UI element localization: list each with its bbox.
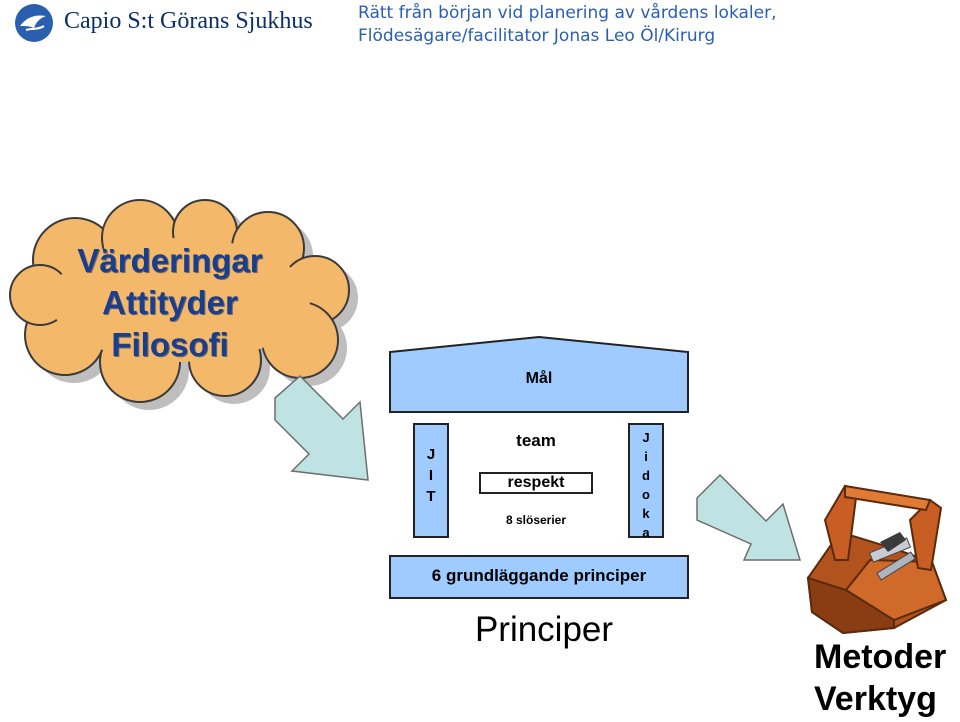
jidoka-pillar: [628, 423, 664, 538]
arrow-to-methods: [696, 473, 802, 561]
dove-icon: [15, 4, 53, 42]
house-roof: [389, 335, 689, 413]
principles-base-label: 6 grundläggande principer: [431, 566, 647, 585]
jit-pillar-label: J I T: [414, 444, 448, 507]
arrow-to-principles: [274, 374, 369, 481]
jidoka-pillar-label: J i d o k a: [629, 428, 663, 542]
house-base: [389, 555, 689, 599]
jidoka-letter-5: k: [642, 506, 650, 521]
jidoka-letter-1: J: [642, 430, 650, 445]
cloud-line-values: Värderingar: [77, 242, 263, 279]
jidoka-letter-4: o: [642, 487, 650, 502]
header-line-1: Rätt från början vid planering av vården…: [358, 3, 777, 23]
values-cloud-text: Värderingar Attityder Filosofi: [40, 240, 300, 366]
jidoka-letter-3: d: [642, 468, 650, 483]
jidoka-letter-2: i: [644, 449, 648, 464]
organization-name: Capio S:t Görans Sjukhus: [64, 8, 313, 34]
header-line-2: Flödesägare/facilitator Jonas Leo Öl/Kir…: [358, 26, 716, 46]
toolbox-icon: [806, 484, 948, 635]
jit-pillar: [413, 423, 449, 538]
principles-title: Principer: [474, 610, 614, 649]
respekt-box: [479, 472, 593, 494]
team-label: team: [516, 431, 556, 450]
tools-line: Verktyg: [814, 680, 937, 718]
cloud-line-philosophy: Filosofi: [111, 326, 229, 363]
cloud-line-attitudes: Attityder: [102, 284, 238, 321]
methods-line: Metoder: [814, 638, 947, 676]
jidoka-letter-6: a: [642, 525, 650, 540]
values-cloud: [9, 199, 358, 410]
wastes-label: 8 slöserier: [505, 513, 567, 527]
jit-letter-j: J: [426, 446, 436, 463]
respect-label: respekt: [507, 474, 565, 491]
goal-label: Mål: [525, 370, 553, 387]
methods-tools-label: Metoder Verktyg: [814, 636, 946, 720]
jit-letter-t: T: [426, 488, 436, 505]
jit-letter-i: I: [428, 467, 434, 484]
